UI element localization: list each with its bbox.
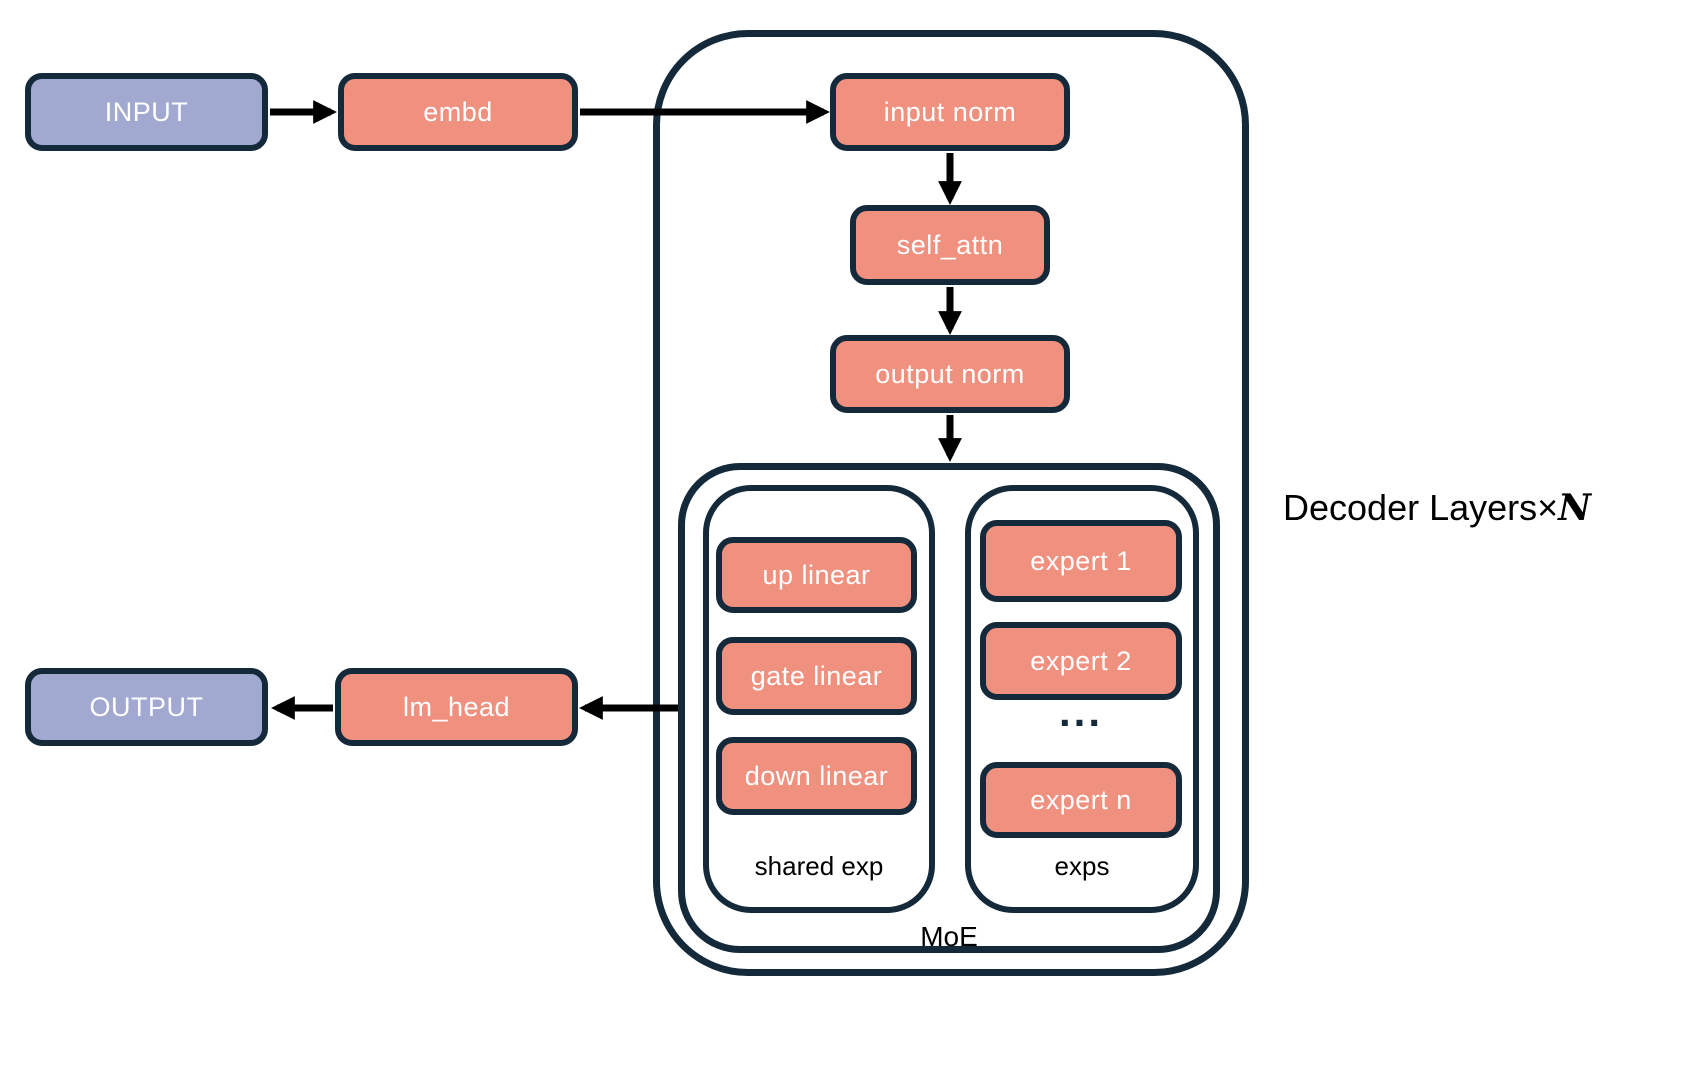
expert-2-node: expert 2 (980, 622, 1182, 700)
gate-linear-node: gate linear (716, 637, 917, 715)
shared-expert-container (703, 485, 935, 913)
exps-group-label: exps (1054, 851, 1110, 881)
input-norm-node: input norm (830, 73, 1070, 151)
decoder-layers-annotation: Decoder Layers×N (1283, 487, 1591, 529)
expert-1-node: expert 1 (980, 520, 1182, 602)
moe-container (678, 463, 1220, 953)
input-node: INPUT (25, 73, 268, 151)
self-attn-node: self_attn (850, 205, 1050, 285)
moe-group-label: MoE (920, 921, 978, 952)
shared-exp-group-label: shared exp (754, 851, 884, 881)
output-norm-node: output norm (830, 335, 1070, 413)
experts-ellipsis: ... (1058, 688, 1103, 735)
output-node: OUTPUT (25, 668, 268, 746)
decoder-layers-text: Decoder Layers (1283, 487, 1538, 528)
embd-node: embd (338, 73, 578, 151)
n-symbol: N (1558, 487, 1592, 529)
up-linear-node: up linear (716, 537, 917, 613)
decoder-layers-container (653, 30, 1249, 976)
expert-n-node: expert n (980, 762, 1182, 838)
experts-container (965, 485, 1199, 913)
lm-head-node: lm_head (335, 668, 578, 746)
times-sign: × (1537, 487, 1559, 528)
down-linear-node: down linear (716, 737, 917, 815)
